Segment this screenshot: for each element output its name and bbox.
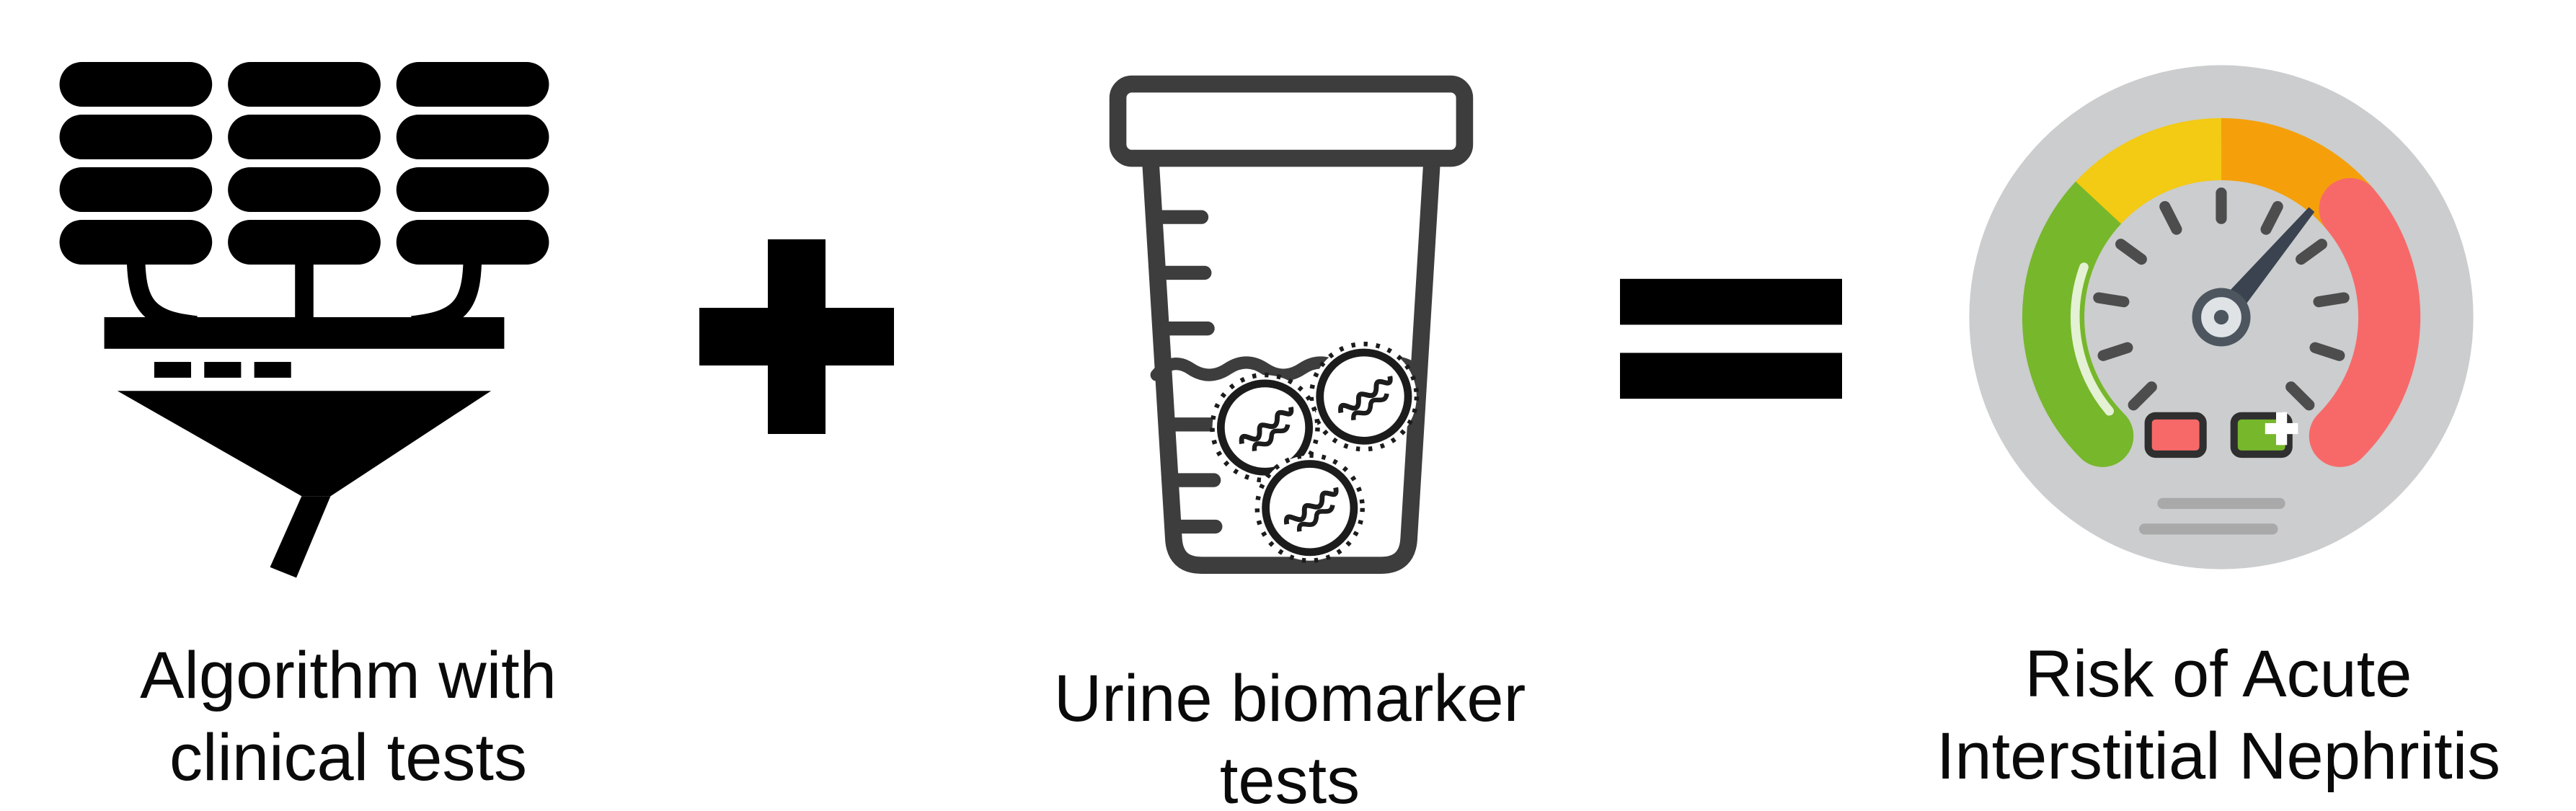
gauge-buttons <box>2144 412 2298 458</box>
gauge-highlight <box>2070 262 2115 416</box>
database-stack-right <box>396 61 549 265</box>
database-funnel-icon <box>59 61 549 578</box>
biomarker-circles <box>1210 341 1420 563</box>
biomarker-circle <box>1210 372 1320 483</box>
funnel-shape <box>104 317 505 578</box>
biomarker-circle <box>1254 453 1365 563</box>
biomarker-circle <box>1309 341 1420 452</box>
gauge-arc-yellow <box>2076 118 2222 225</box>
label-risk: Risk of Acute Interstitial Nephritis <box>1936 637 2501 794</box>
graduation-marks <box>1154 210 1223 534</box>
specimen-cup-icon <box>1109 75 1474 574</box>
cup-body <box>1141 157 1441 574</box>
database-stack-middle <box>228 61 381 265</box>
database-stack-left <box>59 61 213 265</box>
gauge-arc <box>2022 118 2421 467</box>
label-algorithm: Algorithm with clinical tests <box>140 639 557 795</box>
equals-icon <box>1620 278 1842 399</box>
cup-lid <box>1109 75 1474 167</box>
gauge-arc-green <box>2022 172 2134 467</box>
gauge-ticks <box>2093 187 2350 411</box>
gauge-arc-red <box>2309 177 2421 467</box>
label-biomarker: Urine biomarker tests <box>1053 662 1526 811</box>
red-indicator <box>2144 412 2207 458</box>
gauge-needle <box>2192 207 2315 347</box>
risk-gauge-icon <box>1969 65 2474 570</box>
gauge-text-lines <box>2139 497 2285 535</box>
plus-icon <box>699 239 894 434</box>
plus-mark <box>2265 422 2298 435</box>
